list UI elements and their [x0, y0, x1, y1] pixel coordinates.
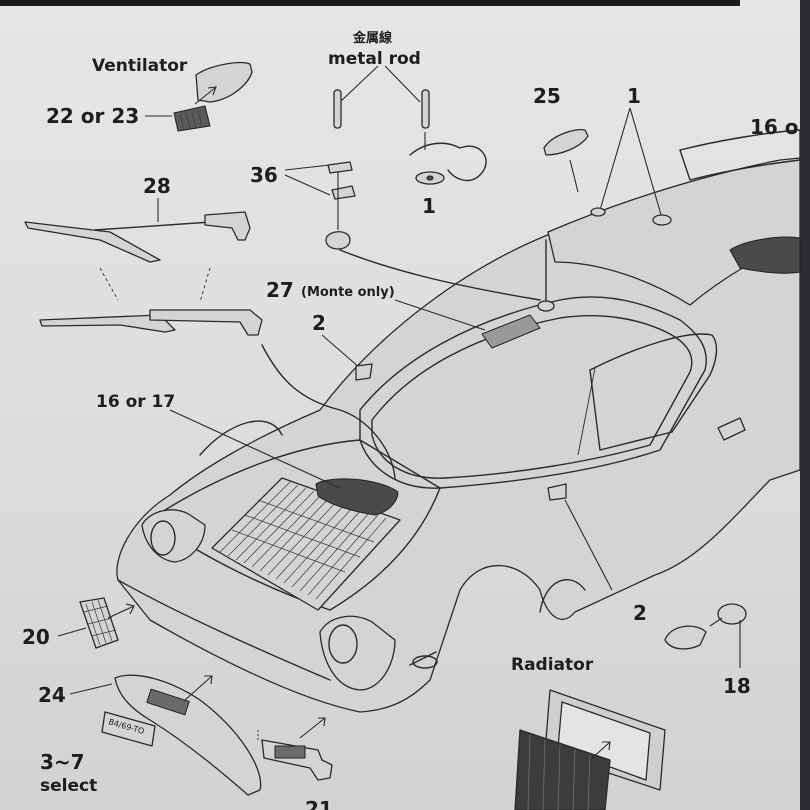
monte-only-label: (Monte only): [301, 285, 395, 300]
top-border: [0, 0, 740, 6]
door-handle: [717, 417, 746, 441]
part-24-label: 24: [38, 683, 66, 707]
clip-group: [321, 334, 613, 591]
metal-rod-group: [261, 65, 541, 479]
radiator-label: Radiator: [511, 655, 594, 675]
part-18-group: [664, 603, 747, 668]
part-16-partial-label: 16 o: [750, 115, 799, 139]
part-27-label: 27: [266, 278, 294, 302]
part-1-mirror-label: 1: [422, 194, 436, 218]
wiper-group: [24, 198, 263, 336]
leader-27: [394, 299, 486, 331]
headlight-right: [319, 615, 396, 691]
part-18-label: 18: [723, 674, 751, 698]
select-label: select: [40, 776, 97, 796]
front-parts-group: B4/69-TO: [57, 597, 262, 796]
part-25-label: 25: [533, 84, 561, 108]
car-body: [116, 129, 801, 713]
part-20-label: 20: [22, 625, 50, 649]
roof-parts-group: [543, 107, 672, 226]
leader-16-17: [169, 409, 341, 489]
ventilator-label: Ventilator: [92, 56, 188, 76]
part-36-label: 36: [250, 163, 278, 187]
metal-rod-en-label: metal rod: [328, 49, 421, 69]
radiator-group: [514, 689, 666, 810]
part-1-top-label: 1: [627, 84, 641, 108]
page-edge: [800, 0, 810, 810]
part-28-label: 28: [143, 174, 171, 198]
hood-grille-lines: [219, 481, 387, 600]
vent-parts-label: 22 or 23: [46, 104, 139, 128]
part-2-upper-label: 2: [312, 311, 326, 335]
metal-rod-jp-label: 金属線: [352, 30, 393, 46]
part-3-7-label: 3~7: [40, 750, 85, 774]
part-2-lower-label: 2: [633, 601, 647, 625]
part-21-partial-label: 21: [305, 797, 333, 810]
hood-badge: [315, 478, 399, 516]
part-16-17-label: 16 or 17: [96, 392, 175, 412]
ventilator-group: [145, 61, 253, 132]
part-21-group: [257, 717, 333, 781]
